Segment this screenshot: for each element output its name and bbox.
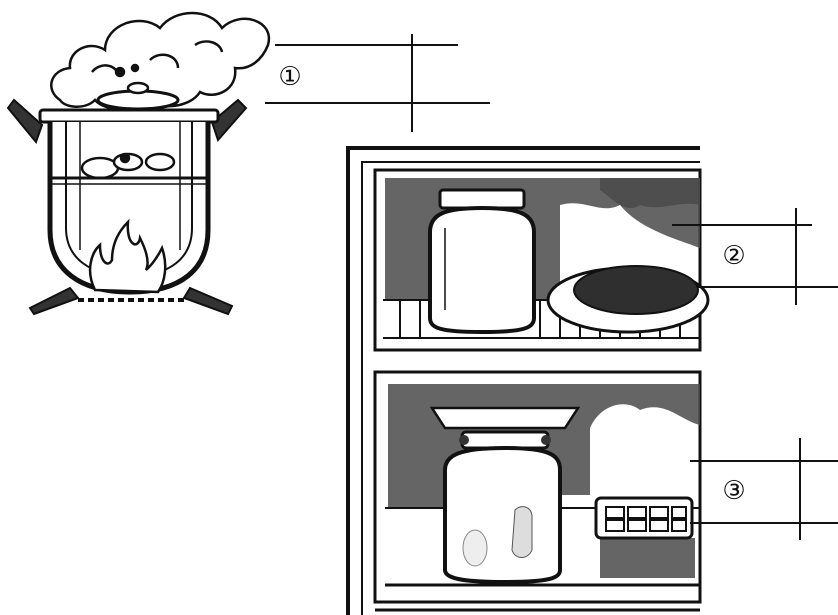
- plate-icon: [548, 266, 708, 332]
- pot-rim: [40, 110, 218, 122]
- marker-1: ①: [276, 63, 304, 91]
- marker-3-leaders: [690, 438, 838, 540]
- ice-tray-icon: [596, 498, 692, 538]
- glass-jar-icon: [430, 190, 534, 332]
- refrigerator-icon: [348, 148, 838, 615]
- marker-2: ②: [720, 242, 748, 270]
- marker-3: ③: [720, 477, 748, 505]
- boiling-pot-scene: [8, 13, 269, 314]
- pot-left-handle-icon: [8, 100, 42, 142]
